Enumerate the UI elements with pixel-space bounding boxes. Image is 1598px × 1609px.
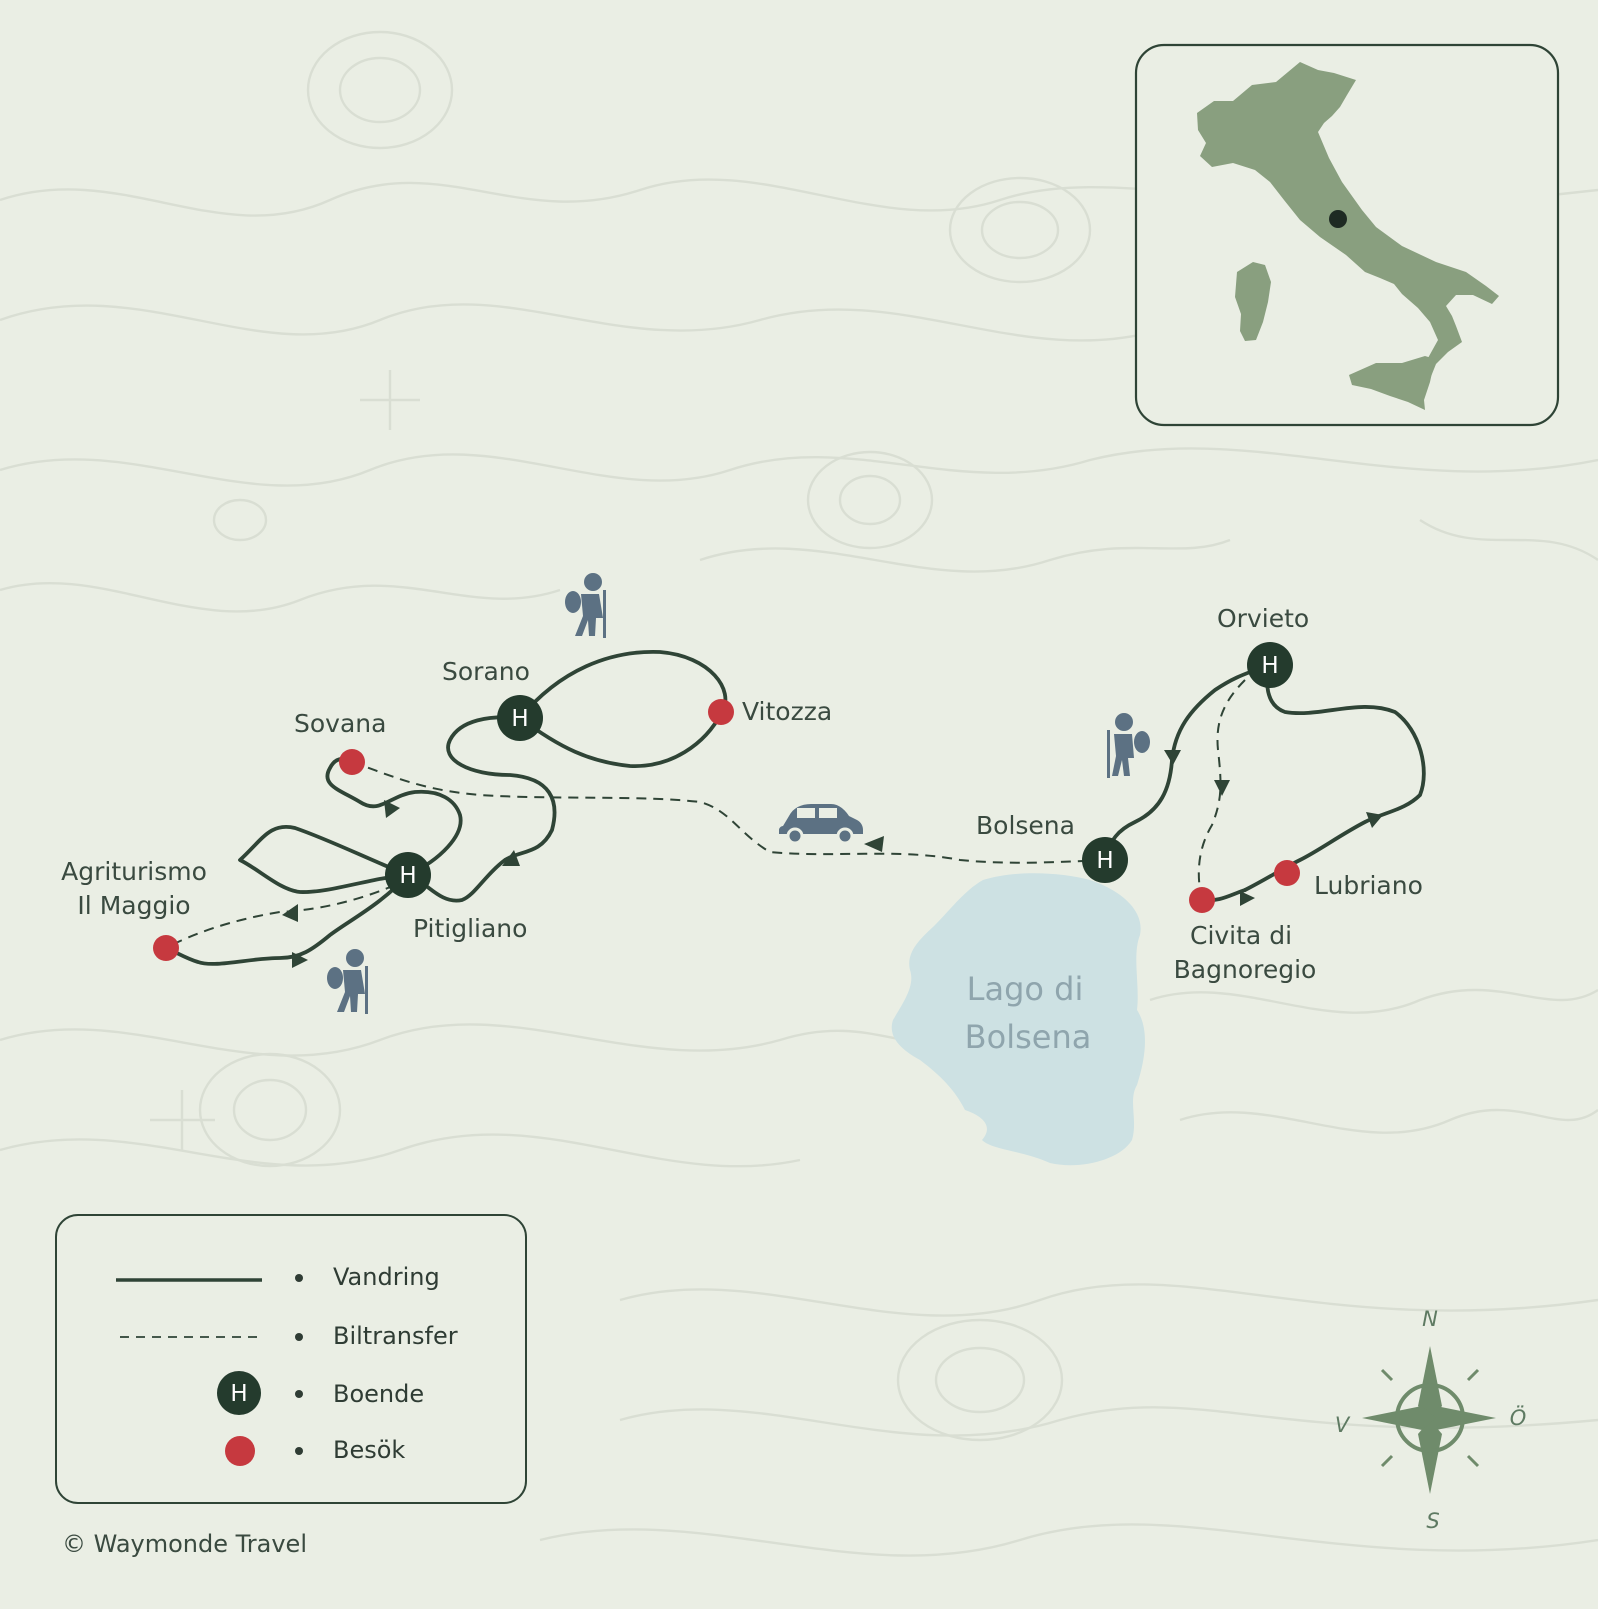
legend-visit-marker	[225, 1436, 255, 1466]
accommodation-markers: H H H H	[385, 642, 1293, 898]
compass-west: V	[1335, 1413, 1351, 1437]
accommodation-orvieto: H	[1247, 642, 1293, 688]
trail-arrow-agriturismo	[292, 952, 308, 968]
legend-bullet	[295, 1447, 303, 1455]
hiker-icon	[327, 949, 368, 1014]
visit-lubriano	[1274, 860, 1300, 886]
trail-arrow-sovana-loop	[384, 800, 400, 818]
copyright-notice: © Waymonde Travel	[62, 1530, 307, 1558]
italy-mainland	[1197, 62, 1499, 384]
accommodation-bolsena-letter: H	[1096, 848, 1113, 874]
trail-sorano-pitigliano	[406, 715, 557, 903]
legend-bullet	[295, 1390, 303, 1398]
trail-pitigliano-loop	[325, 757, 463, 877]
trail-arrow-civita	[1240, 891, 1255, 906]
trail-orvieto-lubriano	[1243, 663, 1426, 892]
legend-label-biltransfer: Biltransfer	[333, 1322, 458, 1350]
accommodation-sorano: H	[497, 695, 543, 741]
compass-rose-icon	[1362, 1346, 1496, 1494]
visit-civita	[1189, 887, 1215, 913]
transfer-arrow-west	[864, 836, 884, 852]
visit-sovana	[339, 749, 365, 775]
transfer-arrow-sw	[282, 904, 298, 922]
legend-label-boende: Boende	[333, 1380, 424, 1408]
visit-vitozza	[708, 699, 734, 725]
visit-agriturismo	[153, 935, 179, 961]
sicily	[1349, 356, 1435, 410]
accommodation-bolsena: H	[1082, 837, 1128, 883]
legend: H Vandring Biltransfer Boende Besök	[55, 1214, 527, 1504]
car-icon	[779, 804, 863, 845]
label-civita-line1: Civita di	[1190, 921, 1292, 950]
label-bolsena: Bolsena	[976, 811, 1075, 840]
compass-south: S	[1426, 1509, 1439, 1533]
inset-location-dot	[1329, 210, 1347, 228]
label-sorano: Sorano	[442, 657, 530, 686]
hiker-icon	[565, 573, 606, 638]
trail-arrow-orvieto	[1164, 750, 1181, 765]
label-agriturismo-line2: Il Maggio	[77, 891, 190, 920]
lake-bolsena	[891, 873, 1145, 1166]
lake-label-line2: Bolsena	[965, 1018, 1092, 1056]
transfer-arrow-south	[1214, 780, 1230, 796]
accommodation-orvieto-letter: H	[1261, 653, 1278, 679]
transfer-pitigliano-agriturismo	[165, 884, 396, 949]
compass-east: Ö	[1510, 1405, 1527, 1430]
trail-pitigliano-agriturismo	[164, 873, 410, 966]
visit-points	[153, 699, 1300, 961]
trail-arrow-lubriano	[1366, 812, 1383, 828]
legend-bullet	[295, 1333, 303, 1341]
legend-frame	[55, 1214, 527, 1504]
trail-pitigliano-west	[238, 824, 410, 894]
label-pitigliano: Pitigliano	[413, 914, 527, 943]
hiker-icon	[1107, 713, 1150, 778]
legend-accommodation-letter: H	[230, 1381, 247, 1407]
legend-accommodation-marker	[217, 1371, 261, 1415]
trail-arrow-pitigliano	[502, 850, 520, 866]
label-lubriano: Lubriano	[1314, 871, 1423, 900]
label-civita-line2: Bagnoregio	[1174, 955, 1317, 984]
lake-label-line1: Lago di	[967, 970, 1084, 1008]
transfer-sovana-bolsena	[351, 761, 1106, 864]
topographic-contours	[0, 30, 1598, 1557]
car-transfer-routes	[165, 679, 1246, 949]
legend-bullet	[295, 1274, 303, 1282]
accommodation-sorano-letter: H	[511, 706, 528, 732]
legend-label-besok: Besök	[333, 1436, 405, 1464]
label-orvieto: Orvieto	[1217, 604, 1309, 633]
label-sovana: Sovana	[294, 709, 386, 738]
accommodation-pitigliano-letter: H	[399, 863, 416, 889]
label-vitozza: Vitozza	[742, 697, 832, 726]
legend-label-vandring: Vandring	[333, 1263, 440, 1291]
compass-north: N	[1422, 1307, 1438, 1331]
sardinia	[1235, 262, 1271, 341]
accommodation-pitigliano: H	[385, 852, 431, 898]
italy-inset	[1134, 43, 1560, 427]
label-agriturismo-line1: Agriturismo	[61, 857, 207, 886]
